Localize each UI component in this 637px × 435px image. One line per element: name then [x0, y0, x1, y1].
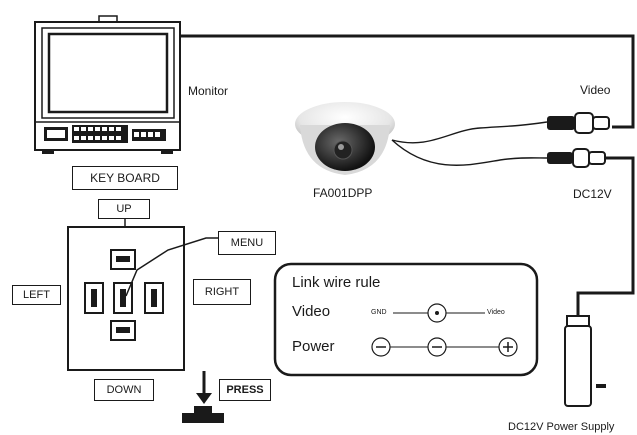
monitor-label: Monitor [188, 84, 229, 98]
camera-label: FA001DPP [313, 186, 373, 200]
menu-label: MENU [218, 231, 276, 255]
video-pin-label: Video [487, 309, 505, 316]
dc-connector-icon [547, 148, 606, 168]
link-rule-video-label: Video [292, 303, 331, 320]
press-arrow-icon [182, 371, 224, 423]
up-label: UP [98, 199, 150, 219]
video-connector-icon [547, 112, 610, 134]
dome-camera-illustration [295, 102, 395, 175]
right-label: RIGHT [193, 279, 251, 305]
keyboard-title: KEY BOARD [72, 166, 178, 190]
camera-power-wire [391, 139, 548, 166]
camera-video-wire [391, 121, 548, 144]
left-label: LEFT [12, 285, 61, 305]
link-rule-power-label: Power [292, 338, 335, 355]
power-supply-label: DC12V Power Supply [508, 421, 615, 433]
power-supply-illustration [564, 315, 606, 407]
monitor-illustration [34, 15, 181, 154]
monitor-video-cable [180, 34, 635, 129]
keypad-illustration [67, 211, 218, 371]
press-label: PRESS [219, 379, 271, 401]
dc-power-cable [576, 156, 635, 315]
gnd-pin-label: GND [371, 309, 387, 316]
down-label: DOWN [94, 379, 154, 401]
link-rule-title: Link wire rule [292, 274, 381, 291]
link-rule-panel [273, 262, 539, 377]
video-label: Video [580, 83, 611, 97]
dc12v-label: DC12V [573, 187, 612, 201]
